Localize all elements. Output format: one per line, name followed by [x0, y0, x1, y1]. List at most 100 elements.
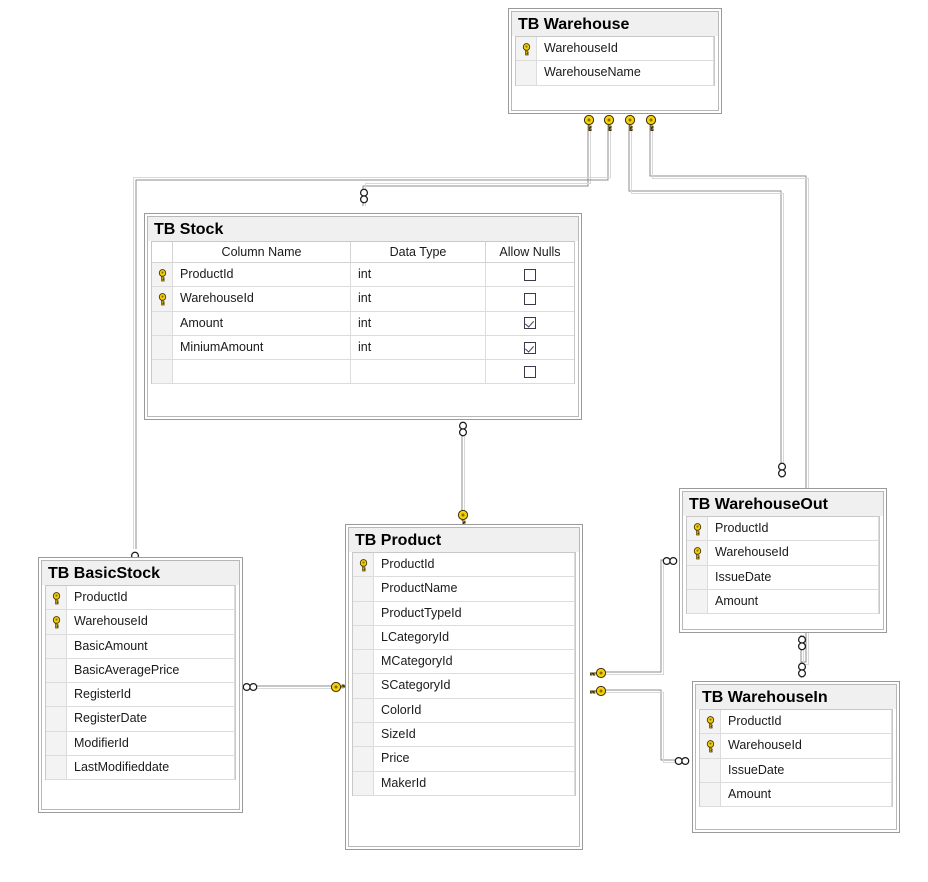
key-marker-product-right-out — [590, 667, 607, 679]
table-row[interactable]: ProductId — [46, 586, 235, 611]
table-row[interactable]: Amount int — [152, 311, 574, 336]
column-name: ProductId — [374, 553, 575, 577]
grid-header-allow-nulls: Allow Nulls — [499, 245, 561, 259]
key-icon — [706, 740, 715, 753]
table-row[interactable]: MiniumAmount int — [152, 335, 574, 361]
table-row[interactable]: SizeId — [353, 723, 575, 748]
infinity-marker-warehouseout-bottom — [797, 635, 807, 651]
table-tb-warehouseout[interactable]: TB WarehouseOut ProductId — [679, 488, 887, 633]
allow-nulls-checkbox[interactable] — [524, 292, 536, 305]
key-marker-warehouse-stock — [583, 114, 595, 131]
infinity-marker-warehousein-top — [797, 662, 807, 678]
column-name: Amount — [721, 782, 892, 807]
table-row[interactable]: IssueDate — [700, 758, 892, 783]
allow-nulls-cell[interactable] — [486, 360, 574, 383]
key-icon — [52, 616, 61, 629]
column-grid: Column Name Data Type Allow Nulls Produc… — [151, 241, 575, 385]
table-row[interactable]: ProductId — [353, 553, 575, 578]
table-row[interactable]: ProductId int — [152, 263, 574, 288]
key-icon — [693, 522, 702, 536]
column-name — [173, 360, 351, 384]
primary-key-cell — [353, 698, 374, 723]
primary-key-cell — [152, 263, 173, 287]
primary-key-cell — [353, 771, 374, 795]
primary-key-cell — [353, 577, 374, 601]
table-row[interactable]: WarehouseId — [46, 610, 235, 635]
table-row[interactable]: ModifierId — [46, 731, 235, 757]
primary-key-cell — [700, 734, 721, 758]
column-name: MiniumAmount — [173, 335, 351, 360]
column-name: BasicAveragePrice — [67, 658, 235, 683]
table-row[interactable]: WarehouseId — [700, 734, 892, 759]
table-row[interactable]: WarehouseName — [516, 61, 714, 86]
column-data-type — [351, 360, 486, 384]
key-icon — [158, 293, 167, 306]
relation-warehouse-warehouseout — [628, 118, 785, 478]
table-row[interactable]: ProductTypeId — [353, 601, 575, 626]
table-row[interactable]: ProductId — [700, 710, 892, 735]
table-tb-basicstock[interactable]: TB BasicStock ProductId — [38, 557, 243, 813]
column-name: ProductName — [374, 577, 575, 601]
column-name: BasicAmount — [67, 634, 235, 658]
table-row[interactable]: LCategoryId — [353, 625, 575, 651]
allow-nulls-cell[interactable] — [486, 312, 574, 335]
column-name: RegisterId — [67, 683, 235, 707]
primary-key-cell — [46, 731, 67, 756]
table-row[interactable]: ProductName — [353, 577, 575, 602]
table-row[interactable]: RegisterDate — [46, 707, 235, 732]
table-row[interactable]: ProductId — [687, 517, 879, 542]
column-name: ProductId — [67, 586, 235, 610]
table-title-tb-stock: TB Stock — [148, 217, 578, 241]
table-tb-product[interactable]: TB Product ProductId ProductName Product… — [345, 524, 583, 850]
primary-key-cell — [46, 756, 67, 780]
column-name: ColorId — [374, 698, 575, 723]
table-row[interactable]: Amount — [687, 589, 879, 615]
table-tb-warehouse[interactable]: TB Warehouse WarehouseId WarehouseName — [508, 8, 722, 114]
primary-key-cell — [353, 747, 374, 771]
allow-nulls-checkbox[interactable] — [524, 317, 536, 330]
primary-key-cell — [516, 61, 537, 85]
table-row[interactable]: LastModifieddate — [46, 756, 235, 781]
table-title-tb-basicstock: TB BasicStock — [42, 561, 239, 585]
table-row[interactable]: IssueDate — [687, 565, 879, 590]
table-row[interactable]: MCategoryId — [353, 650, 575, 675]
column-grid: WarehouseId WarehouseName — [515, 36, 715, 86]
table-row[interactable]: WarehouseId int — [152, 287, 574, 312]
table-row[interactable]: SCategoryId — [353, 674, 575, 699]
column-name: RegisterDate — [67, 707, 235, 731]
column-name: WarehouseId — [721, 734, 892, 758]
table-row[interactable]: Price — [353, 747, 575, 772]
allow-nulls-cell[interactable] — [486, 336, 574, 359]
column-data-type: int — [351, 263, 486, 287]
column-grid: ProductId WarehouseId BasicAmount — [45, 585, 236, 781]
primary-key-cell — [353, 553, 374, 577]
allow-nulls-checkbox[interactable] — [524, 268, 536, 281]
primary-key-cell — [46, 610, 67, 634]
table-tb-warehousein[interactable]: TB WarehouseIn ProductId — [692, 681, 900, 833]
table-row-empty[interactable] — [152, 360, 574, 385]
table-inner: TB Stock Column Name Data Type Allow Nul… — [147, 216, 579, 417]
allow-nulls-checkbox[interactable] — [524, 365, 536, 378]
allow-nulls-checkbox[interactable] — [524, 341, 536, 354]
column-grid: ProductId ProductName ProductTypeId LCat… — [352, 552, 576, 796]
allow-nulls-cell[interactable] — [486, 287, 574, 310]
primary-key-cell — [700, 782, 721, 807]
column-name: SCategoryId — [374, 674, 575, 698]
table-row[interactable]: BasicAmount — [46, 634, 235, 659]
primary-key-cell — [152, 360, 173, 384]
table-row[interactable]: WarehouseId — [516, 37, 714, 62]
table-row[interactable]: WarehouseId — [687, 541, 879, 566]
table-row[interactable]: Amount — [700, 782, 892, 808]
table-row[interactable]: BasicAveragePrice — [46, 658, 235, 684]
allow-nulls-cell[interactable] — [486, 263, 574, 286]
column-name: ModifierId — [67, 731, 235, 756]
table-row[interactable]: ColorId — [353, 698, 575, 724]
column-name: ProductId — [721, 710, 892, 734]
table-row[interactable]: RegisterId — [46, 683, 235, 708]
column-name: ProductTypeId — [374, 601, 575, 625]
table-tb-stock[interactable]: TB Stock Column Name Data Type Allow Nul… — [144, 213, 582, 420]
table-row[interactable]: MakerId — [353, 771, 575, 796]
table-inner: TB Product ProductId ProductName Product… — [348, 527, 580, 847]
infinity-marker-warehouseout-top — [777, 462, 787, 478]
